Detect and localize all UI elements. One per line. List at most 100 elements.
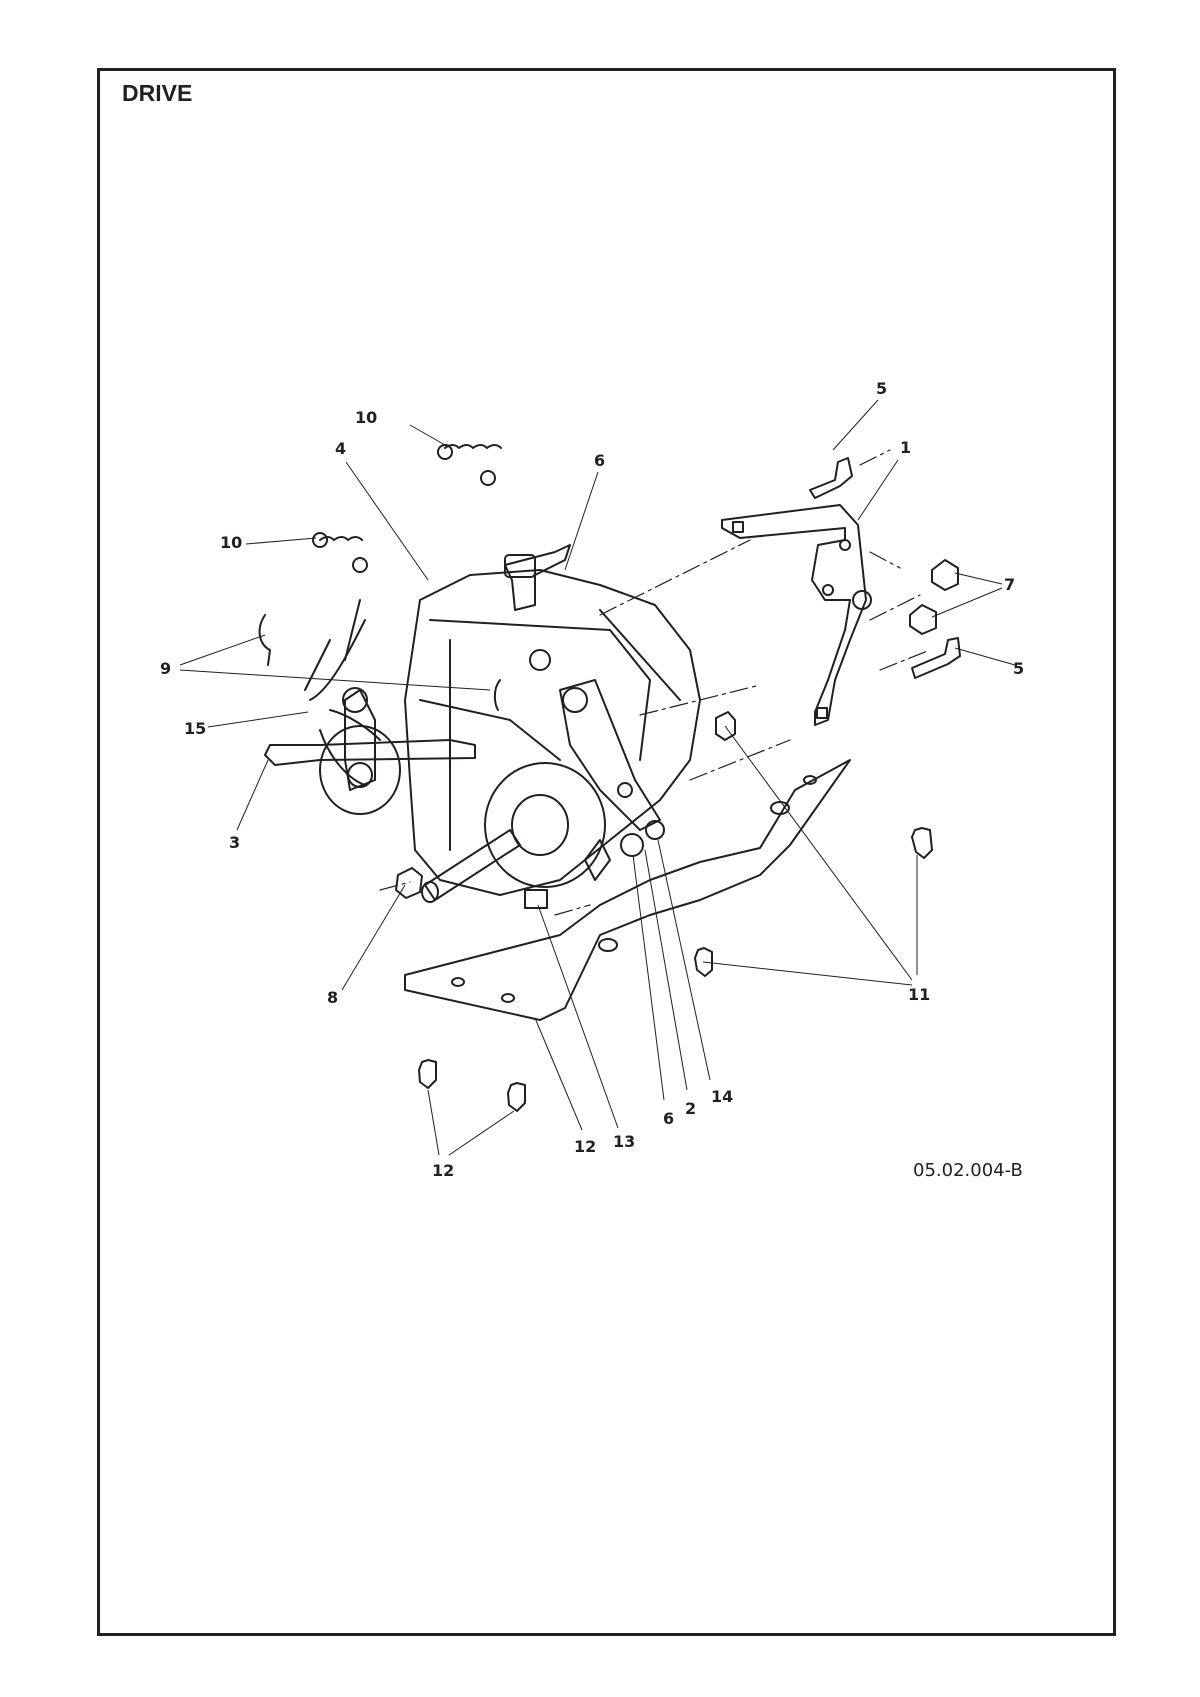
top-cap xyxy=(504,554,536,578)
callout-2: 2 xyxy=(685,1099,696,1118)
callout-6-b: 6 xyxy=(663,1109,674,1128)
centerline xyxy=(379,881,411,891)
transmission-housing xyxy=(404,569,701,896)
nut xyxy=(395,867,423,899)
callout-8: 8 xyxy=(327,988,338,1007)
leader-line xyxy=(245,537,317,545)
leader-line xyxy=(427,1089,440,1156)
leader-line xyxy=(341,884,406,991)
pulley xyxy=(319,725,401,815)
centerline xyxy=(639,684,761,716)
bolt xyxy=(911,637,961,679)
callout-10: 10 xyxy=(355,408,377,427)
callout-14: 14 xyxy=(711,1087,733,1106)
bracket-hole xyxy=(839,539,851,551)
screw xyxy=(694,947,713,977)
leader-line xyxy=(537,904,619,1129)
leader-line xyxy=(409,424,446,446)
spring-hook xyxy=(480,470,496,486)
control-arm-pivot xyxy=(617,782,633,798)
rod xyxy=(264,739,476,766)
callout-12-b: 12 xyxy=(432,1161,454,1180)
small-nut xyxy=(620,833,644,857)
flange-nut xyxy=(931,559,959,591)
spring xyxy=(319,536,363,541)
hairpin-clip xyxy=(258,614,271,666)
control-arm-pivot xyxy=(562,687,588,713)
plate-hole xyxy=(501,993,515,1003)
spring-hook xyxy=(352,557,368,573)
leader-line xyxy=(179,634,266,666)
bracket-slot xyxy=(816,707,828,719)
spring xyxy=(444,444,502,449)
centerline xyxy=(859,449,891,466)
leader-line xyxy=(644,849,688,1091)
bracket-slot xyxy=(732,521,744,533)
leader-line xyxy=(857,459,899,521)
hairpin-clip xyxy=(493,679,501,711)
screw xyxy=(715,711,736,741)
plate-hole xyxy=(598,938,618,952)
mounting-plate xyxy=(404,759,851,1021)
fan-blade xyxy=(309,619,366,701)
bracket-hole xyxy=(852,590,872,610)
callout-6: 6 xyxy=(594,451,605,470)
fan-blade xyxy=(319,729,366,786)
housing-rib xyxy=(599,609,681,701)
fan-blade xyxy=(329,709,381,741)
screw xyxy=(418,1059,437,1089)
centerline xyxy=(599,539,751,616)
small-block xyxy=(524,889,548,909)
leader-line xyxy=(345,461,429,581)
leader-line xyxy=(632,854,665,1101)
callout-15: 15 xyxy=(184,719,206,738)
output-shaft-end xyxy=(421,881,439,903)
leader-line xyxy=(702,961,913,986)
output-hub-inner xyxy=(511,794,569,856)
leader-line xyxy=(564,471,599,571)
output-hub xyxy=(484,762,606,888)
housing-rib xyxy=(429,619,651,761)
clip xyxy=(584,839,611,881)
screw xyxy=(507,1082,526,1112)
callout-11: 12 xyxy=(574,1137,596,1156)
callout-1: 1 xyxy=(900,438,911,457)
callout-7: 7 xyxy=(1004,575,1015,594)
figure-code: 05.02.004-B xyxy=(913,1160,1023,1181)
screw xyxy=(911,827,933,859)
centerline xyxy=(869,594,921,621)
bolt xyxy=(809,457,853,499)
leader-line xyxy=(832,399,879,451)
leader-line xyxy=(724,725,913,981)
bracket-hole xyxy=(822,584,834,596)
fan-blade xyxy=(344,599,361,661)
small-nut xyxy=(529,649,551,671)
callout-3: 3 xyxy=(229,833,240,852)
pulley-arm-eye xyxy=(342,687,368,713)
plate-hole xyxy=(803,775,817,785)
bracket xyxy=(721,504,867,726)
control-arm-pivot xyxy=(645,820,665,840)
callout-12: 11 xyxy=(908,985,930,1004)
callout-5: 5 xyxy=(876,379,887,398)
spring-hook xyxy=(312,532,328,548)
page-title: DRIVE xyxy=(122,80,193,106)
plate-hole xyxy=(770,801,790,815)
callout-10-b: 10 xyxy=(220,533,242,552)
leader-line xyxy=(657,839,711,1081)
centerline xyxy=(554,904,591,916)
leader-line xyxy=(236,759,269,831)
leader-line xyxy=(179,669,491,691)
callout-4: 4 xyxy=(335,439,346,458)
leader-line xyxy=(931,587,1003,618)
callout-13: 13 xyxy=(613,1132,635,1151)
plate-hole xyxy=(451,977,465,987)
control-arm xyxy=(559,679,661,831)
housing-rib xyxy=(419,699,561,761)
leader-line xyxy=(954,647,1016,666)
fan-blade xyxy=(304,639,331,691)
leader-line xyxy=(534,1017,583,1131)
centerline xyxy=(879,649,931,671)
leader-line xyxy=(954,572,1003,585)
